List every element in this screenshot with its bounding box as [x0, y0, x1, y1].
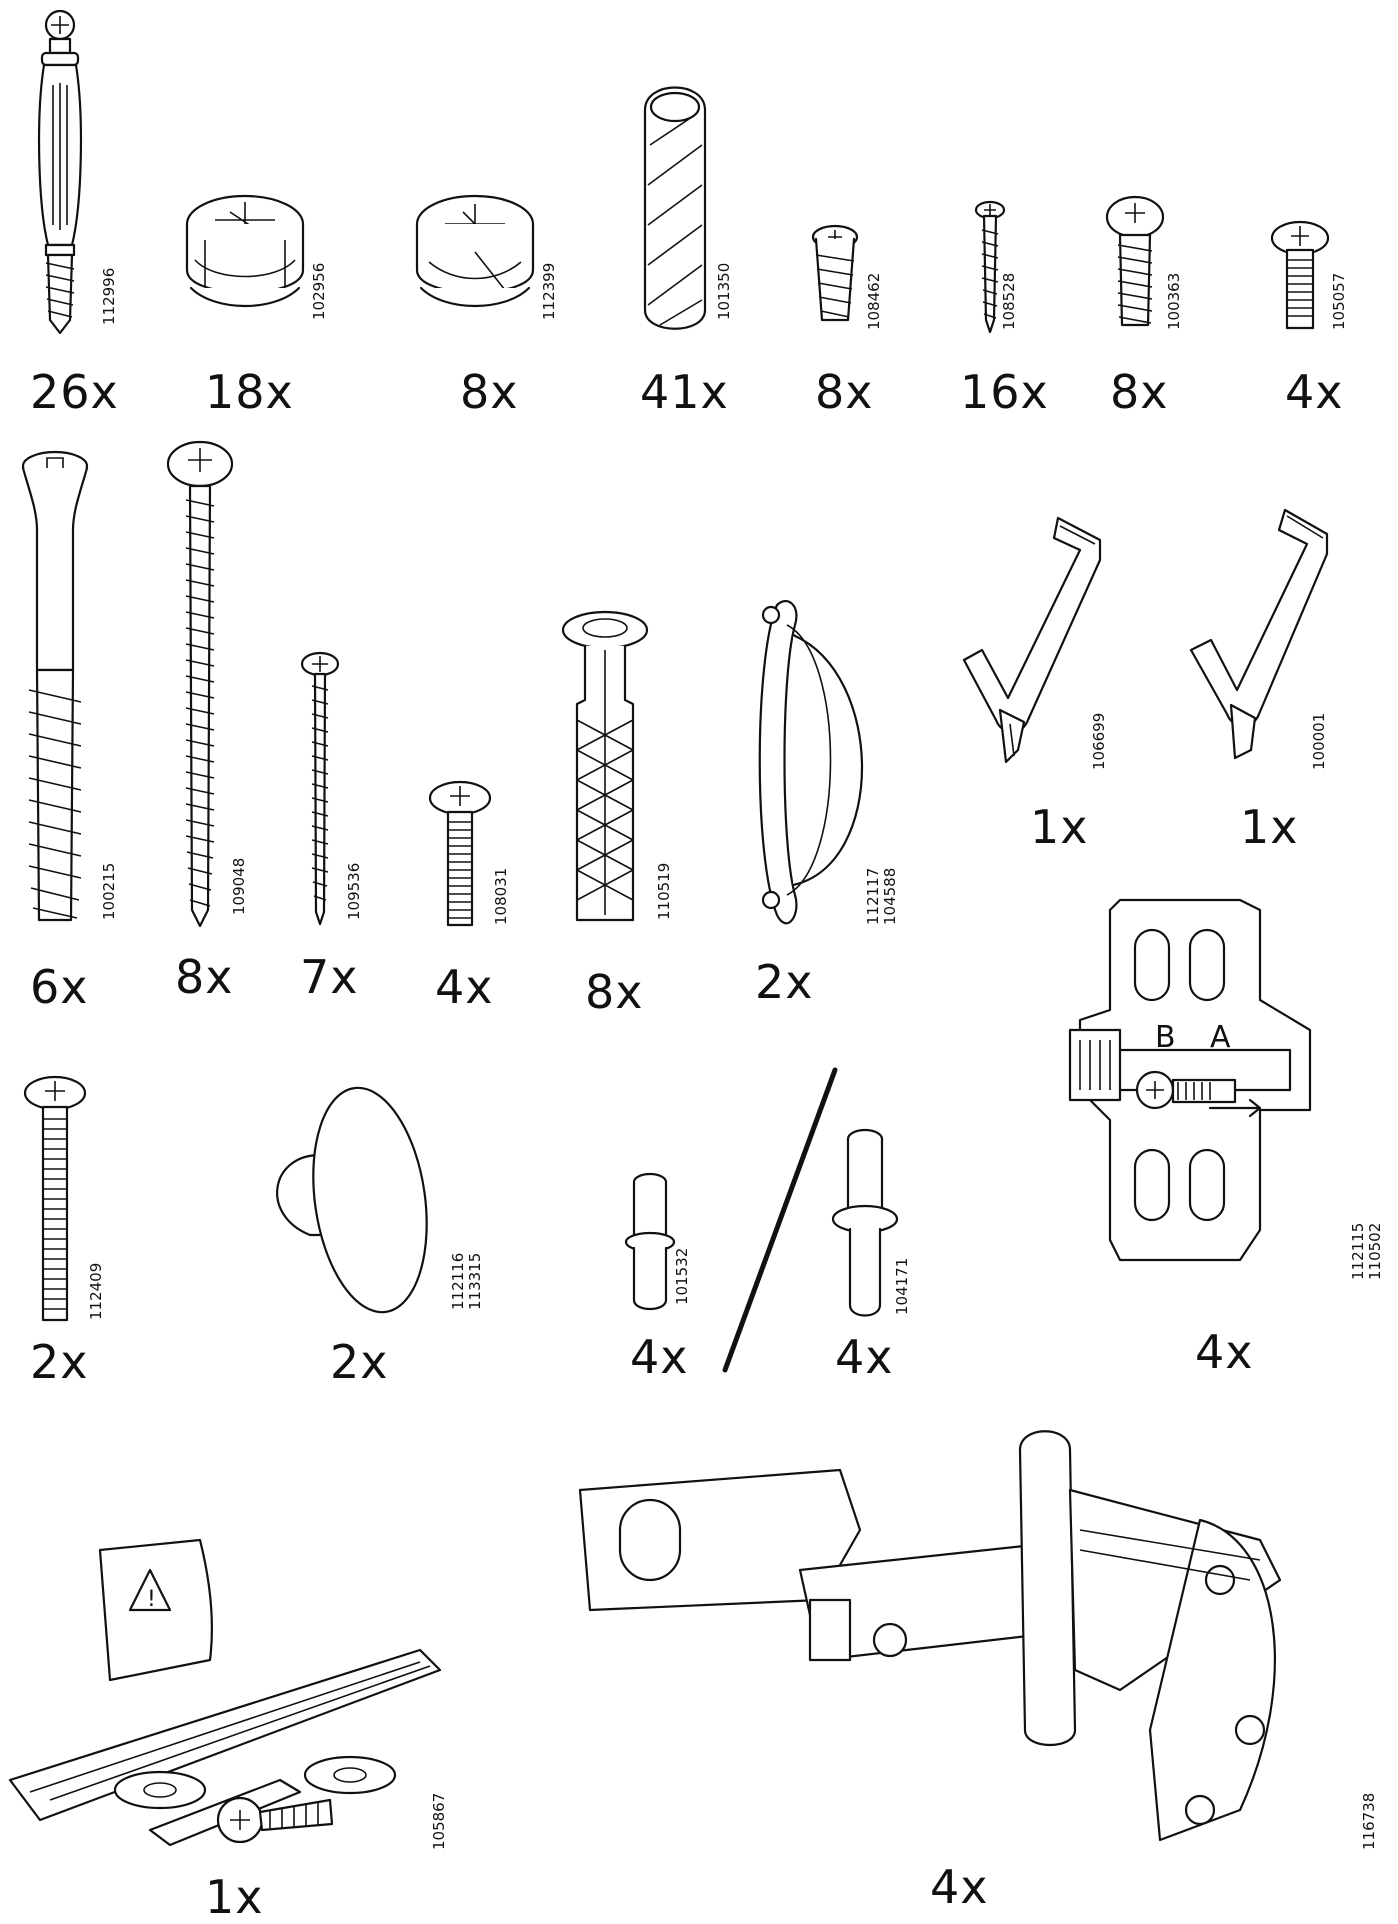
part-code: 112399: [540, 262, 558, 320]
knob-icon: [250, 1085, 450, 1325]
quantity-label: 4x: [930, 1860, 989, 1914]
part-code: 109048: [230, 857, 248, 915]
cam-lock-icon: [415, 190, 535, 320]
part-code: 105867: [430, 1792, 448, 1850]
quantity-label: 4x: [630, 1330, 689, 1384]
part-code: 108528: [1000, 272, 1018, 330]
part-code: 108462: [865, 272, 883, 330]
hinge-icon: [560, 1430, 1300, 1860]
part-code: 101350: [715, 262, 733, 320]
part-cam-lock-a: 102956 18x: [185, 190, 328, 419]
shelf-pin-icon: [615, 1170, 685, 1320]
part-code: 108031: [492, 867, 510, 925]
plate-letter-b: B: [1155, 1020, 1176, 1055]
quantity-label: 26x: [30, 365, 119, 419]
quantity-label: 4x: [1195, 1325, 1254, 1379]
part-long-bolt-hex: 100215 6x: [15, 450, 135, 1014]
quantity-label: 16x: [960, 365, 1049, 419]
part-machine-bolt: 108031 4x: [420, 780, 530, 1014]
quantity-label: 8x: [585, 965, 644, 1019]
quantity-label: 41x: [640, 365, 729, 419]
part-code: 110519: [655, 862, 673, 920]
screw-icon: [960, 200, 1020, 340]
bolt-icon: [1265, 220, 1335, 330]
quantity-label: 4x: [435, 960, 494, 1014]
part-wood-dowel: 101350 41x: [640, 85, 760, 419]
part-thin-screw: 109536 7x: [290, 650, 390, 1004]
part-code: 101532: [673, 1247, 691, 1305]
part-code: 116738: [1360, 1792, 1378, 1850]
safety-kit-icon: !: [0, 1530, 440, 1860]
dowel-icon: [640, 85, 720, 330]
part-safety-kit: ! 105867 1x: [0, 1530, 460, 1924]
part-hinge: 116738 4x: [560, 1430, 1390, 1923]
part-wall-plug: 110519 8x: [555, 610, 685, 1019]
screw-icon: [1100, 195, 1170, 335]
part-code: 100215: [100, 862, 118, 920]
quantity-label: 6x: [30, 960, 89, 1014]
alternative-divider: [715, 1065, 845, 1375]
part-shelf-pin-small: 101532 4x: [615, 1170, 725, 1385]
handle-icon: [725, 595, 885, 925]
part-cam-lock-b: 112399 8x: [415, 190, 558, 419]
part-code: 109536: [345, 862, 363, 920]
part-code: 112409: [87, 1262, 105, 1320]
part-shelf-pin-large: 104171 4x: [825, 1125, 935, 1385]
quantity-label: 8x: [1110, 365, 1169, 419]
part-code: 102956: [310, 262, 328, 320]
part-code: 112996: [100, 267, 118, 325]
part-code: 104171: [893, 1257, 911, 1315]
cam-bolt-icon: [20, 5, 90, 335]
mounting-plate-icon: [1060, 890, 1320, 1270]
quantity-label: 8x: [175, 950, 234, 1004]
part-long-machine-bolt: 112409 2x: [15, 1075, 125, 1389]
quantity-label: 2x: [330, 1335, 389, 1389]
part-code: 100001: [1310, 712, 1328, 770]
part-pan-screw: 100363 8x: [1100, 195, 1210, 419]
quantity-label: 1x: [205, 1870, 264, 1924]
quantity-label: 7x: [300, 950, 359, 1004]
allen-key-icon: [1175, 500, 1335, 770]
quantity-label: 8x: [460, 365, 519, 419]
part-screwdriver-key: 106699 1x: [950, 510, 1130, 854]
svg-text:!: !: [147, 1587, 156, 1612]
part-code: 105057: [1330, 272, 1348, 330]
part-cam-bolt: 112996 26x: [20, 5, 130, 419]
part-code: 106699: [1090, 712, 1108, 770]
cam-lock-icon: [185, 190, 305, 320]
part-allen-key: 100001 1x: [1175, 500, 1355, 854]
wall-plug-icon: [555, 610, 655, 930]
part-insert-nut: 108462 8x: [810, 225, 910, 419]
screwdriver-key-icon: [950, 510, 1100, 770]
quantity-label: 8x: [815, 365, 874, 419]
screw-icon: [290, 650, 350, 930]
part-short-bolt: 105057 4x: [1265, 220, 1375, 419]
quantity-label: 4x: [835, 1330, 894, 1384]
bolt-icon: [15, 1075, 95, 1325]
part-long-wood-screw: 109048 8x: [160, 440, 270, 1004]
plate-letter-a: A: [1210, 1020, 1231, 1055]
quantity-label: 2x: [755, 955, 814, 1009]
quantity-label: 1x: [1240, 800, 1299, 854]
bolt-icon: [420, 780, 500, 930]
shelf-pin-icon: [825, 1125, 905, 1325]
part-code: 100363: [1165, 272, 1183, 330]
bolt-icon: [15, 450, 95, 930]
part-small-screw: 108528 16x: [960, 200, 1070, 419]
quantity-label: 18x: [205, 365, 294, 419]
quantity-label: 1x: [1030, 800, 1089, 854]
insert-nut-icon: [810, 225, 870, 335]
quantity-label: 2x: [30, 1335, 89, 1389]
screw-icon: [160, 440, 240, 930]
quantity-label: 4x: [1285, 365, 1344, 419]
